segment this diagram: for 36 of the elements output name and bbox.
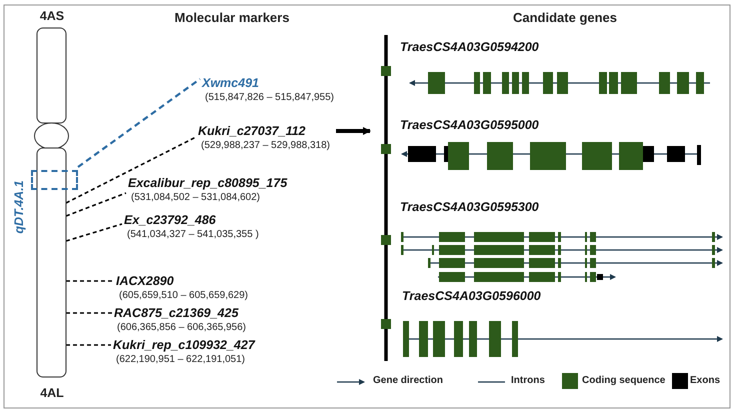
- marker-position: (606,365,856 – 606,365,956): [117, 321, 247, 334]
- connector-line: [66, 344, 111, 346]
- marker-position: (531,084,502 – 531,084,602): [131, 191, 261, 204]
- marker-position: (529,988,237 – 529,988,318): [201, 139, 331, 152]
- gene-name: TraesCS4A03G0595000: [400, 118, 540, 132]
- marker-position: (622,190,951 – 622,191,051): [116, 353, 246, 366]
- connector-line: [66, 280, 114, 282]
- arm-label: 4AS: [38, 9, 66, 23]
- qtl-region-box: [31, 170, 78, 190]
- marker-name: Kukri_c27037_112: [198, 124, 306, 139]
- marker-position: (515,847,826 – 515,847,955): [205, 91, 335, 104]
- arrow: [336, 127, 371, 135]
- connector-line: [66, 312, 112, 314]
- arm-label: 4AL: [39, 386, 65, 400]
- qtl-label: qDT.4A.1: [12, 179, 26, 236]
- column-heading: Molecular markers: [174, 10, 290, 25]
- connector-line: [77, 78, 201, 168]
- marker-name: IACX2890: [116, 274, 175, 289]
- marker-position: (541,034,327 – 541,035,355 ): [127, 228, 260, 241]
- legend-label: Coding sequence: [582, 375, 666, 386]
- legend-label: Gene direction: [373, 375, 444, 386]
- marker-name: RAC875_c21369_425: [114, 306, 240, 321]
- legend-label: Exons: [690, 375, 720, 386]
- connector-line: [66, 223, 122, 242]
- marker-name: Xwmc491: [202, 76, 260, 91]
- gene-name: TraesCS4A03G0596000: [402, 289, 542, 303]
- column-heading: Candidate genes: [512, 10, 618, 25]
- connector-line: [66, 136, 196, 204]
- marker-position: (605,659,510 – 605,659,629): [119, 289, 249, 302]
- marker-name: Ex_c23792_486: [124, 213, 217, 228]
- marker-name: Excalibur_rep_c80895_175: [128, 176, 288, 191]
- connector-line: [66, 192, 126, 217]
- gene-name: TraesCS4A03G0594200: [400, 40, 540, 54]
- legend-label: Introns: [511, 375, 545, 386]
- gene-name: TraesCS4A03G0595300: [400, 200, 540, 214]
- marker-name: Kukri_rep_c109932_427: [113, 338, 256, 353]
